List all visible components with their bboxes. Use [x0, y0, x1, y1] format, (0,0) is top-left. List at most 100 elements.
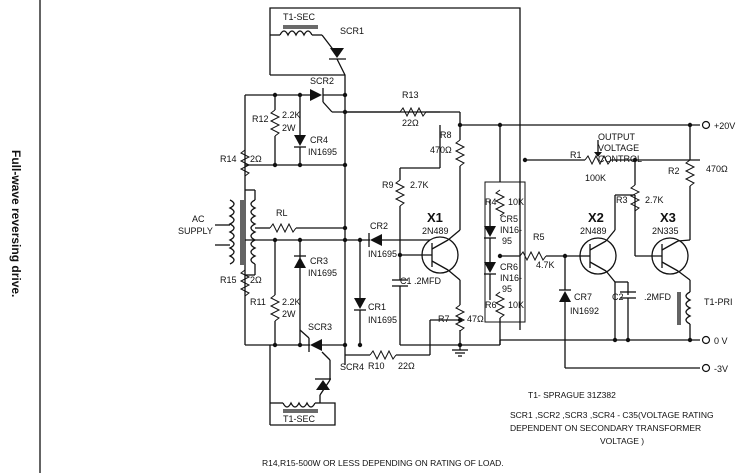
cr6-part-2: 95: [502, 284, 512, 294]
r5-resistor: [519, 250, 547, 262]
x3-part: 2N335: [652, 226, 679, 236]
r10-value: 22Ω: [398, 361, 415, 371]
t1-sec-top-coil: [279, 30, 313, 37]
cr4-symbol: [294, 135, 306, 146]
x2-stage: [484, 125, 636, 368]
cr3-label: CR3: [310, 256, 328, 266]
r13-value: 22Ω: [402, 118, 419, 128]
note-scr-line1: SCR1 ,SCR2 ,SCR3 ,SCR4 - C35(VOLTAGE RAT…: [510, 410, 714, 420]
r1-label: R1: [570, 150, 582, 160]
cr7-label: CR7: [574, 292, 592, 302]
t1-sec-bottom-coil: [282, 401, 316, 408]
x1-label: X1: [427, 210, 443, 225]
cr1-symbol: [354, 298, 366, 309]
r10-resistor: [369, 349, 397, 361]
r14-value: 2Ω: [250, 154, 262, 164]
ac-supply-label-1: AC: [192, 214, 205, 224]
plus20v-terminal: [701, 120, 711, 130]
r5-label: R5: [533, 232, 545, 242]
r8-label: R8: [440, 130, 452, 140]
t1-sec-top-loop: [269, 7, 521, 330]
cr5-label: CR5: [500, 214, 518, 224]
out-ctrl-2: VOLTAGE: [598, 143, 639, 153]
cr5-symbol: [484, 226, 496, 237]
cr6-symbol: [484, 262, 496, 273]
x1-stage: [392, 120, 711, 357]
r13-resistor: [399, 106, 427, 118]
minus3v-terminal: [701, 363, 711, 373]
t1-pri-coil: [685, 291, 692, 325]
scr1-symbol: [330, 48, 344, 58]
bottom-rails: [460, 335, 711, 373]
cr3-symbol: [294, 257, 306, 268]
r4-value: 10K: [508, 197, 524, 207]
output-control: [525, 140, 700, 212]
r3-value: 2.7K: [645, 195, 664, 205]
r1-potentiometer: [584, 154, 612, 166]
ac-transformer-primary: [228, 199, 235, 265]
r12-value: 2.2K: [282, 110, 301, 120]
r12-resistor: [269, 109, 281, 137]
note-t1: T1- SPRAGUE 31Z382: [528, 390, 616, 400]
scr2-label: SCR2: [310, 76, 334, 86]
note-scr-line2: DEPENDENT ON SECONDARY TRANSFORMER: [510, 423, 701, 433]
cr1-part: IN1695: [368, 315, 397, 325]
r11-value: 2.2K: [282, 297, 301, 307]
side-caption: Full-wave reversing drive.: [9, 150, 23, 297]
r2-value: 470Ω: [706, 164, 728, 174]
x3-label: X3: [660, 210, 676, 225]
t1-pri-label: T1-PRI: [704, 297, 733, 307]
r11-resistor: [269, 294, 281, 322]
x2-label: X2: [588, 210, 604, 225]
r7-value: 47Ω: [467, 314, 484, 324]
cr2-symbol: [370, 234, 382, 246]
minus3v-label: -3V: [714, 364, 728, 374]
note-rating: R14,R15-500W OR LESS DEPENDING ON RATING…: [262, 458, 504, 468]
scr3-symbol: [310, 339, 322, 351]
r12-label: R12: [252, 114, 269, 124]
r3-label: R3: [616, 195, 628, 205]
rl-label: RL: [276, 208, 288, 218]
scr3-label: SCR3: [308, 322, 332, 332]
r6-value: 10K: [508, 300, 524, 310]
r15-value: 2Ω: [250, 275, 262, 285]
x1-part: 2N489: [422, 226, 449, 236]
c1-label: C1: [400, 276, 412, 286]
r14-label: R14: [220, 154, 237, 164]
c2-value: .2MFD: [644, 292, 672, 302]
cr5-part-2: 95: [502, 236, 512, 246]
zero-v-terminal: [701, 335, 711, 345]
bridge-box: [484, 181, 526, 323]
r2-label: R2: [668, 166, 680, 176]
cr4-part: IN1695: [308, 147, 337, 157]
r10-label: R10: [368, 361, 385, 371]
ac-transformer-secondary: [250, 199, 257, 265]
r8-value: 470Ω: [430, 145, 452, 155]
plus20v-label: +20V: [714, 121, 735, 131]
cr1-label: CR1: [368, 302, 386, 312]
scr1-label: SCR1: [340, 26, 364, 36]
x2-part: 2N489: [580, 226, 607, 236]
x3-stage: [634, 125, 696, 340]
r15-label: R15: [220, 275, 237, 285]
r6-label: R6: [485, 300, 497, 310]
cr7-symbol: [559, 291, 571, 302]
t1-sec-bottom-label: T1-SEC: [283, 414, 316, 424]
r4-label: R4: [485, 197, 497, 207]
scr4-label: SCR4: [340, 362, 364, 372]
r9-label: R9: [382, 180, 394, 190]
cr3-part: IN1695: [308, 268, 337, 278]
cr7-part: IN1692: [570, 306, 599, 316]
r11-rating: 2W: [282, 309, 296, 319]
zero-v-label: 0 V: [714, 336, 728, 346]
r13-label: R13: [402, 90, 419, 100]
out-ctrl-1: OUTPUT: [598, 132, 636, 142]
ac-supply-label-2: SUPPLY: [178, 226, 213, 236]
cr4-label: CR4: [310, 135, 328, 145]
cr2-part: IN1695: [368, 249, 397, 259]
note-scr-line3: VOLTAGE ): [600, 436, 644, 446]
junction-dots: [272, 92, 693, 348]
r7-label: R7: [438, 314, 450, 324]
